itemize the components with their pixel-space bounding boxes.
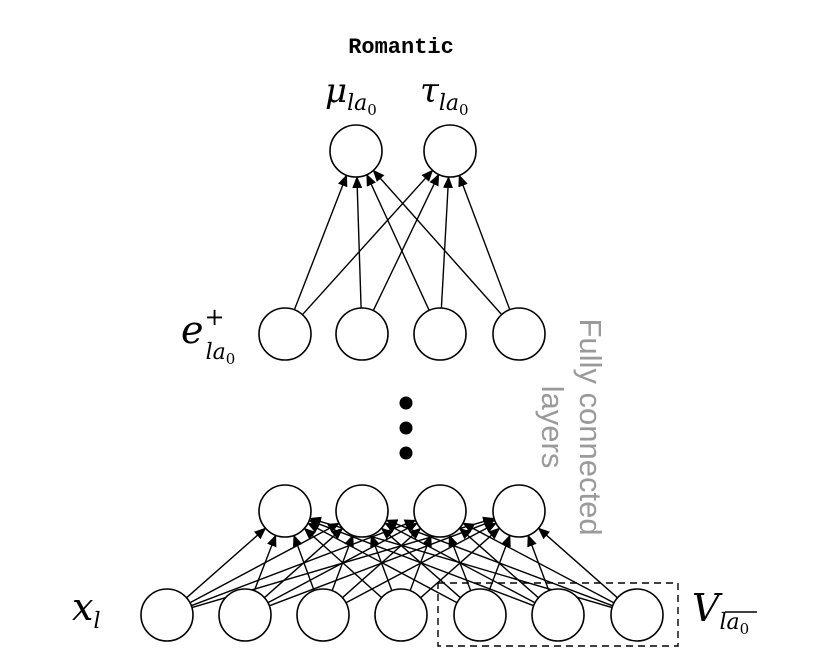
- mu-label: μla0: [325, 71, 377, 119]
- input-node-3: [296, 588, 350, 642]
- edge-input-3-to-hidden-1: [292, 534, 315, 591]
- side-note-line2: layers: [535, 386, 570, 469]
- input-node-1: [140, 588, 194, 642]
- input-base: x: [72, 585, 93, 629]
- edge-input-7-to-hidden-3: [462, 522, 615, 604]
- edge-embedding-1-to-output-2: [301, 169, 434, 316]
- edge-input-6-to-hidden-1: [308, 519, 534, 607]
- embedding-label: e+ la0: [181, 303, 235, 368]
- side-note-line1: Fully connected: [573, 318, 608, 535]
- grouped-inputs-box: [437, 582, 679, 647]
- embedding-node-3: [413, 307, 467, 361]
- tau-symbol: τ: [420, 71, 440, 111]
- output-node-2: [423, 124, 477, 178]
- input-subscript: l: [93, 609, 100, 634]
- edge-embedding-3-to-output-1: [366, 173, 430, 311]
- embedding-node-2: [335, 307, 389, 361]
- side-note: Fully connected layers: [535, 318, 608, 535]
- input-node-4: [374, 588, 428, 642]
- edge-embedding-4-to-output-1: [372, 169, 503, 316]
- edge-input-1-to-hidden-1: [186, 527, 267, 599]
- input-node-7: [610, 588, 664, 642]
- hidden-node-2: [335, 484, 389, 538]
- output-node-1: [329, 124, 383, 178]
- input-node-2: [218, 588, 272, 642]
- hidden-node-1: [258, 484, 312, 538]
- group-label: Vla0: [692, 586, 749, 638]
- input-label: xl: [72, 585, 100, 634]
- edges: [186, 169, 618, 609]
- hidden-node-3: [413, 484, 467, 538]
- nodes: [140, 124, 664, 642]
- tau-subscript-index: 0: [459, 101, 469, 119]
- edge-input-4-to-hidden-1: [303, 527, 383, 599]
- edge-input-2-to-hidden-1: [253, 534, 277, 591]
- edge-input-7-to-hidden-2: [385, 519, 613, 607]
- edge-input-5-to-hidden-1: [307, 522, 458, 604]
- mu-subscript-index: 0: [367, 101, 377, 119]
- mu-subscript: la: [347, 91, 367, 116]
- edge-embedding-1-to-output-1: [293, 174, 348, 311]
- tau-label: τla0: [420, 71, 469, 119]
- edge-input-7-to-hidden-4: [537, 527, 618, 599]
- embedding-node-1: [258, 307, 312, 361]
- input-node-5: [453, 588, 507, 642]
- mu-symbol: μ: [325, 71, 347, 111]
- edge-embedding-2-to-output-2: [372, 173, 440, 311]
- edge-embedding-2-to-output-1: [352, 176, 363, 309]
- ellipsis-dot-2: [399, 421, 413, 435]
- input-node-6: [531, 588, 585, 642]
- group-base: V: [692, 586, 723, 630]
- embedding-base: e: [181, 308, 204, 352]
- tau-subscript: la: [439, 91, 459, 116]
- embedding-node-4: [492, 307, 546, 361]
- embedding-subscript-index: 0: [226, 350, 236, 368]
- embedding-superscript: +: [205, 303, 225, 331]
- edge-embedding-4-to-output-2: [458, 174, 511, 310]
- ellipsis-dot-1: [399, 396, 413, 410]
- group-subscript-bar: a: [727, 610, 740, 635]
- ellipsis-dot-3: [399, 446, 413, 460]
- edge-embedding-3-to-output-2: [440, 176, 453, 309]
- group-subscript-bar-index: 0: [740, 620, 750, 638]
- diagram-title: Romantic: [348, 35, 454, 60]
- group-subscript-l: l: [719, 610, 726, 635]
- embedding-subscript: la: [206, 340, 226, 365]
- hidden-node-4: [492, 484, 546, 538]
